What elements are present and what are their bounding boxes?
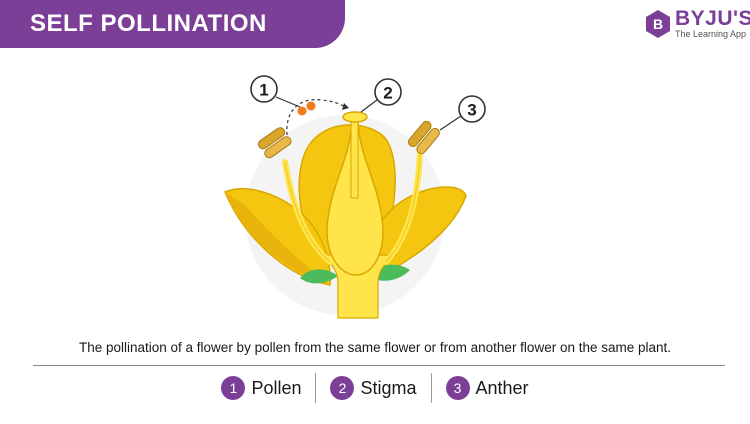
leaf-left bbox=[300, 269, 338, 284]
legend-label: Anther bbox=[475, 377, 529, 398]
stigma bbox=[342, 111, 368, 123]
arrow-head-icon bbox=[342, 103, 349, 110]
brand-tagline: The Learning App bbox=[675, 29, 747, 39]
pollen-grain bbox=[306, 101, 316, 111]
brand-mark-letter: B bbox=[653, 16, 663, 32]
legend-item-pollen: 1 Pollen bbox=[207, 376, 315, 400]
brand-name: BYJU'S bbox=[675, 7, 750, 30]
legend-item-anther: 3 Anther bbox=[432, 376, 543, 400]
diagram-caption: The pollination of a flower by pollen fr… bbox=[78, 340, 672, 355]
brand-logo: B BYJU'S The Learning App bbox=[645, 8, 750, 39]
callout-badge-3 bbox=[458, 95, 486, 123]
style bbox=[350, 117, 359, 199]
filament-left-outline bbox=[284, 161, 331, 263]
anther-left bbox=[257, 127, 292, 159]
callout-line-3 bbox=[439, 115, 462, 131]
callout-number-2: 2 bbox=[383, 84, 392, 103]
callout-badge-2 bbox=[374, 78, 402, 106]
pollen-path-arrow bbox=[286, 98, 346, 136]
filament-right-outline bbox=[385, 151, 421, 263]
divider bbox=[33, 365, 725, 366]
legend-label: Pollen bbox=[251, 377, 302, 398]
pollen-grain bbox=[297, 106, 307, 116]
legend-label: Stigma bbox=[360, 377, 417, 398]
legend-badge: 3 bbox=[445, 376, 470, 400]
callout-line-1 bbox=[275, 96, 301, 108]
brand-mark-icon: B bbox=[646, 9, 670, 38]
legend: 1 Pollen 2 Stigma 3 Anther bbox=[0, 373, 750, 403]
callout-number-1: 1 bbox=[259, 81, 268, 100]
callout-line-2 bbox=[360, 99, 378, 113]
callout-badge-1 bbox=[250, 75, 278, 103]
legend-separator bbox=[430, 373, 432, 403]
anther-right bbox=[407, 120, 440, 155]
legend-separator bbox=[315, 373, 317, 403]
flower-diagram: 1 2 3 bbox=[224, 75, 486, 319]
petal-left-fold bbox=[225, 192, 330, 285]
page-title: SELF POLLINATION bbox=[30, 10, 267, 37]
legend-badge: 1 bbox=[221, 376, 246, 400]
legend-badge: 2 bbox=[330, 376, 355, 400]
legend-item-stigma: 2 Stigma bbox=[316, 376, 430, 400]
title-banner: SELF POLLINATION bbox=[0, 0, 345, 48]
callout-number-3: 3 bbox=[467, 101, 476, 120]
